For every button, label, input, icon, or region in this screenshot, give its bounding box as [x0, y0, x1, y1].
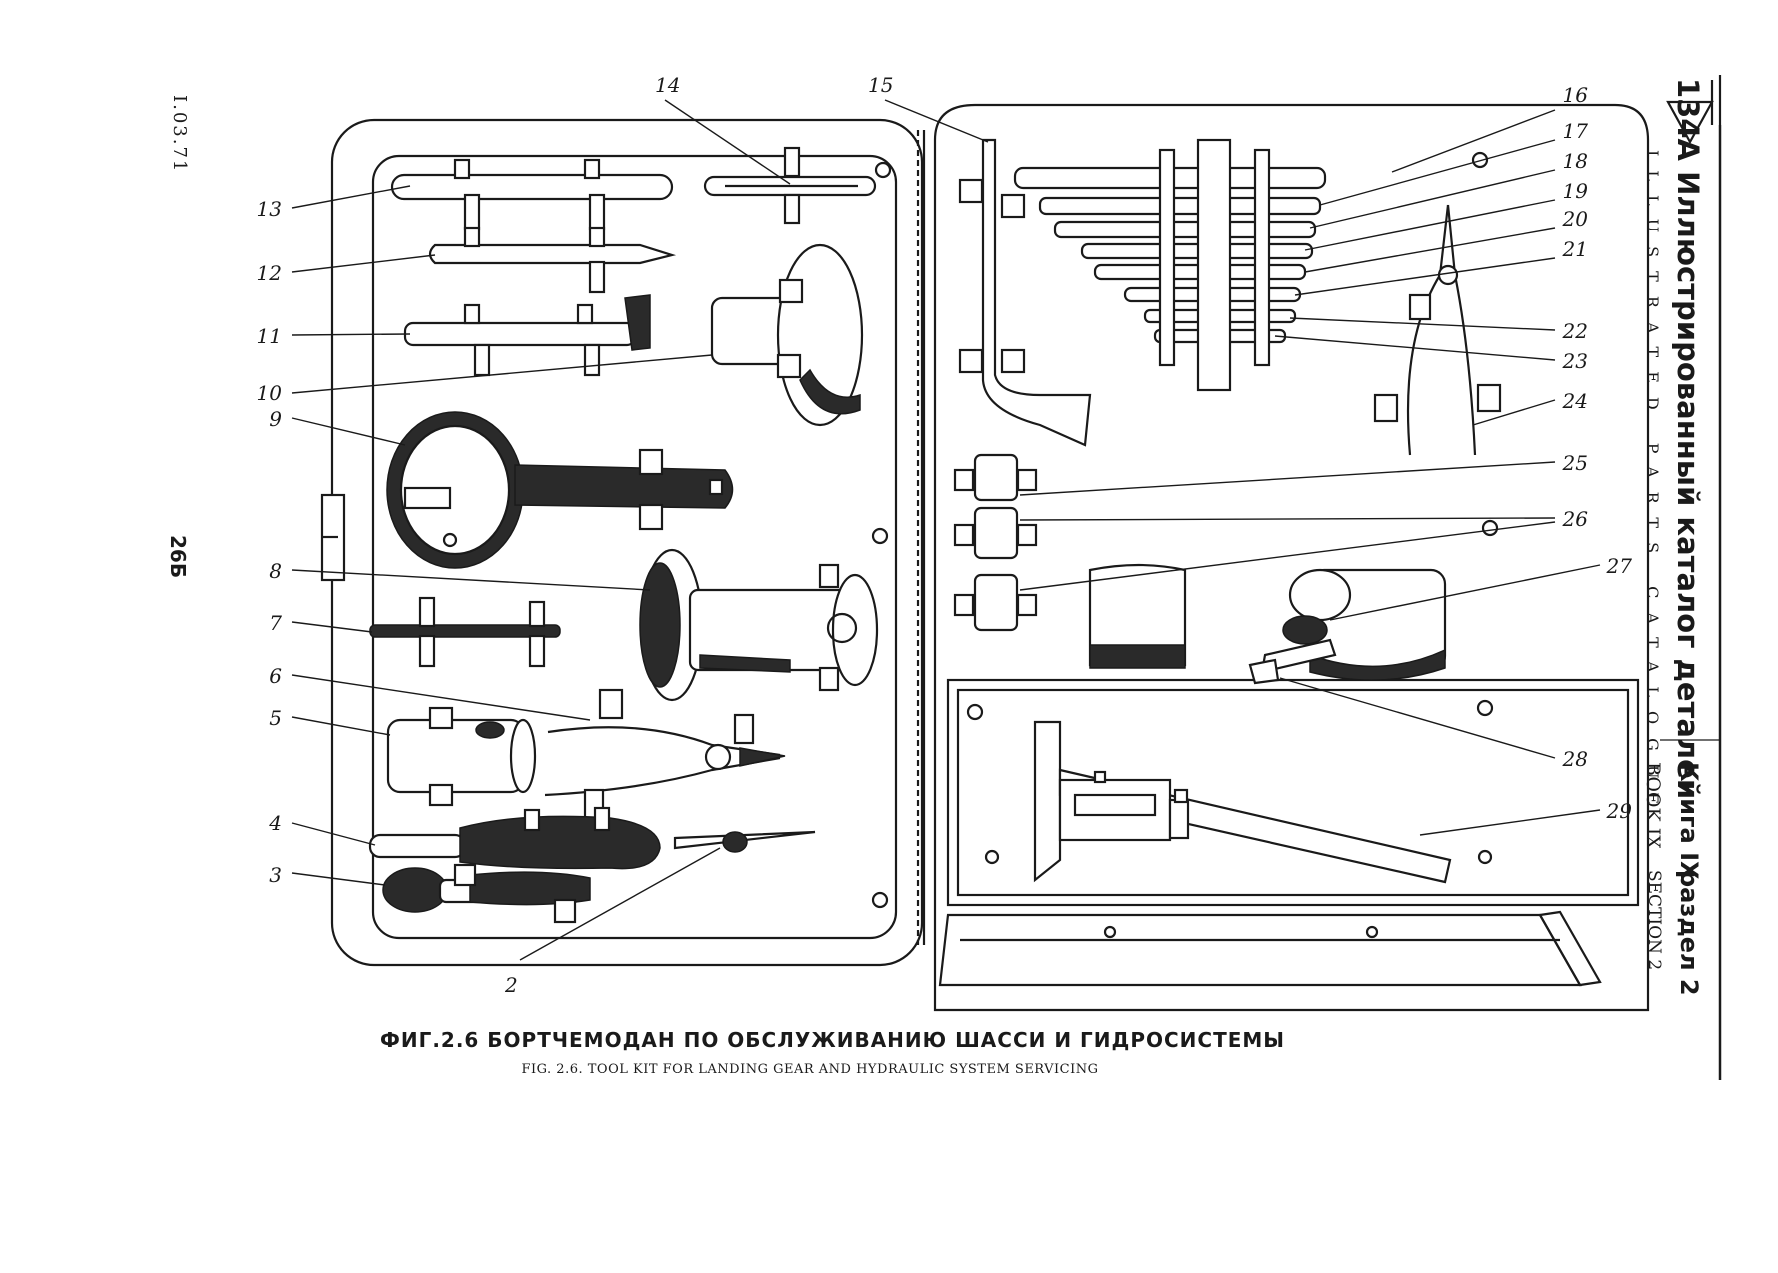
tool-11-wrench: [403, 294, 651, 377]
tool-25-socket: [953, 453, 1038, 502]
tool-4-screwdriver: [368, 806, 661, 870]
callout-6: 6: [269, 664, 282, 688]
tool-6-pliers: [544, 688, 786, 820]
callout-21: 21: [1562, 237, 1588, 261]
tool-14-flat-bar: [703, 146, 892, 225]
tool-26-socket-upper: [953, 506, 1038, 560]
tool-26-socket-lower: [953, 573, 1038, 632]
callout-29: 29: [1606, 799, 1633, 823]
tool-13-bar: [390, 158, 674, 231]
case-left-half: [320, 118, 924, 967]
callout-14: 14: [655, 73, 680, 97]
screw-head: [1471, 151, 1489, 169]
tool-2-drift: [673, 830, 816, 853]
callout-12: 12: [257, 261, 282, 285]
storage-box: [1088, 563, 1187, 669]
case-right-half: [933, 103, 1650, 1012]
callout-15: 15: [868, 73, 893, 97]
callout-20: 20: [1562, 207, 1589, 231]
screw-head: [871, 891, 889, 909]
callout-16: 16: [1563, 83, 1589, 107]
case-hinge: [916, 130, 926, 945]
tool-8-spool: [639, 548, 879, 702]
callout-19: 19: [1563, 179, 1589, 203]
tool-15-hook-bar: [958, 138, 1092, 447]
tool-24-pliers: [1373, 204, 1502, 456]
callout-28: 28: [1562, 747, 1588, 771]
callout-4: 4: [268, 811, 282, 835]
callout-3: 3: [269, 863, 282, 887]
callout-13: 13: [257, 197, 282, 221]
tool-3-screwdriver: [382, 863, 591, 924]
callout-8: 8: [269, 559, 282, 583]
callout-27: 27: [1606, 554, 1633, 578]
callout-22: 22: [1562, 319, 1588, 343]
tool-5-cylinder: [386, 706, 537, 807]
figure-caption-ru: ФИГ.2.6 БОРТЧЕМОДАН ПО ОБСЛУЖИВАНИЮ ШАСС…: [380, 1028, 1286, 1052]
tool-29-caliper: [1033, 720, 1452, 884]
tool-7-rod: [369, 596, 561, 668]
callout-23: 23: [1562, 349, 1588, 373]
wrench-rack: [1013, 138, 1327, 392]
figure-caption-en: FIG. 2.6. TOOL KIT FOR LANDING GEAR AND …: [521, 1062, 1099, 1077]
callout-9: 9: [269, 407, 282, 431]
callout-26: 26: [1562, 507, 1589, 531]
callout-24: 24: [1562, 389, 1588, 413]
callout-7: 7: [269, 611, 282, 635]
callout-2: 2: [504, 973, 518, 997]
screw-head: [1481, 519, 1499, 537]
leader-lines: [291, 99, 1601, 961]
tool-27-canister: [1288, 568, 1447, 681]
callout-17: 17: [1563, 119, 1589, 143]
tool-12-tapered-bar: [428, 226, 677, 294]
tool-28-puller: [1248, 615, 1337, 685]
screw-head: [871, 527, 889, 545]
callout-11: 11: [257, 324, 282, 348]
callout-18: 18: [1563, 149, 1588, 173]
catalog-logo: [1666, 75, 1722, 145]
callout-5: 5: [269, 706, 282, 730]
tool-9-ring-spanner: [386, 411, 734, 569]
callout-10: 10: [257, 381, 283, 405]
tool-10-cup: [710, 243, 864, 427]
callout-labels: 2 3 4 5 6 7 8 9 10 11 12 13 14 15 16 17 …: [257, 73, 1633, 997]
callout-25: 25: [1562, 451, 1588, 475]
